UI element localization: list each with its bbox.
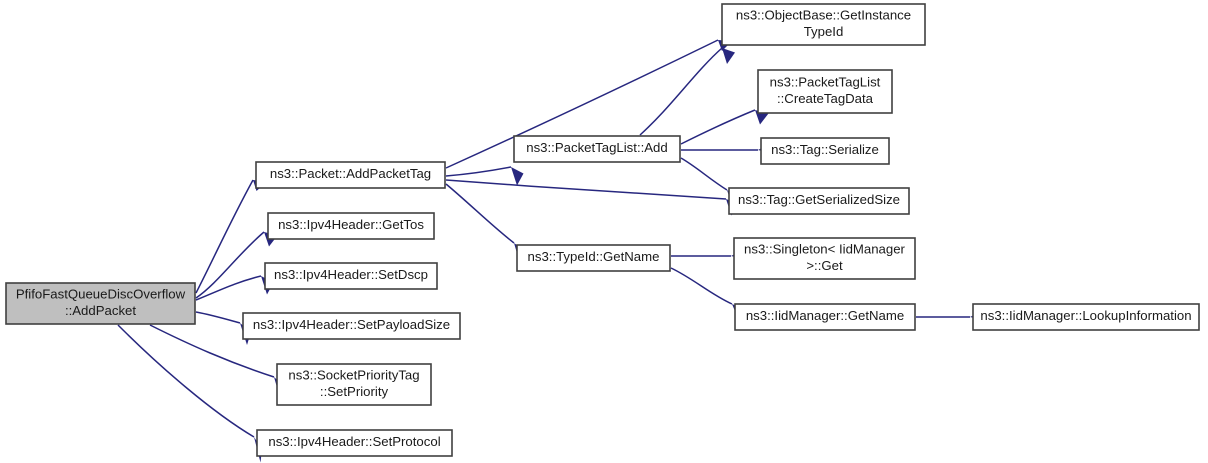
graph-node-singletonget[interactable]: ns3::Singleton< IidManager>::Get [733,237,916,280]
graph-node-tagserialize[interactable]: ns3::Tag::Serialize [760,137,890,165]
node-box[interactable] [516,244,671,272]
edge-line [149,324,275,378]
node-box[interactable] [256,429,453,457]
node-box[interactable] [264,262,438,290]
node-box[interactable] [276,363,432,406]
node-box[interactable] [5,282,196,325]
call-edge-ptladd-to-getinstancetypeid [639,47,735,136]
edge-line [639,47,723,136]
node-box[interactable] [242,312,461,340]
call-edge-ptladd-to-tagserialize [680,143,772,154]
graph-node-setprotocol[interactable]: ns3::Ipv4Header::SetProtocol [256,429,453,457]
node-label: ns3::Ipv4Header::SetProtocol [268,434,440,449]
arrowhead-icon [722,48,735,64]
graph-node-setpayloadsize[interactable]: ns3::Ipv4Header::SetPayloadSize [242,312,461,340]
node-label: ns3::Packet::AddPacketTag [270,166,431,181]
graph-node-typeidgetname[interactable]: ns3::TypeId::GetName [516,244,671,272]
graph-node-iidgetname[interactable]: ns3::IidManager::GetName [734,303,916,331]
call-edge-ptladd-to-createtagdata [680,109,769,145]
node-box[interactable] [733,237,916,280]
edge-line [195,231,265,299]
edge-line [195,179,254,294]
edge-line [680,109,756,145]
edge-line [117,324,255,438]
node-label: ns3::Tag::GetSerializedSize [738,192,900,207]
graph-node-getserializedsize[interactable]: ns3::Tag::GetSerializedSize [728,187,910,215]
node-label: ns3::Singleton< IidManager>::Get [744,242,906,274]
node-label: ns3::PacketTagList::CreateTagData [770,75,881,107]
edge-line [680,157,728,191]
node-label: ns3::Ipv4Header::SetPayloadSize [253,317,450,332]
edge-line [195,311,241,324]
graph-node-setdscp[interactable]: ns3::Ipv4Header::SetDscp [264,262,438,290]
call-edge-addpackettag-to-typeidgetname [445,183,526,264]
node-box[interactable] [267,212,435,240]
graph-node-lookupinformation[interactable]: ns3::IidManager::LookupInformation [972,303,1200,331]
graph-node-ptladd[interactable]: ns3::PacketTagList::Add [513,135,681,163]
graph-node-setpriority[interactable]: ns3::SocketPriorityTag::SetPriority [276,363,432,406]
edge-line [445,183,515,244]
edge-line [445,179,727,200]
call-edge-addpackettag-to-ptladd [445,166,524,186]
node-box[interactable] [513,135,681,163]
node-label: ns3::Tag::Serialize [771,142,879,157]
node-box[interactable] [734,303,916,331]
node-box[interactable] [757,69,893,114]
graph-node-root[interactable]: PfifoFastQueueDiscOverflow::AddPacket [5,282,196,325]
node-label: PfifoFastQueueDiscOverflow::AddPacket [16,287,186,319]
node-label: ns3::IidManager::LookupInformation [980,308,1191,323]
node-label: ns3::Ipv4Header::SetDscp [274,267,428,282]
node-label: ns3::Ipv4Header::GetTos [278,217,424,232]
node-label: ns3::SocketPriorityTag::SetPriority [288,368,419,400]
edge-line [445,166,512,177]
call-edge-root-to-setprotocol [117,324,262,463]
node-box[interactable] [972,303,1200,331]
edge-line [195,275,262,301]
arrowhead-icon [511,167,524,186]
node-label: ns3::TypeId::GetName [528,249,660,264]
node-box[interactable] [721,3,926,46]
graph-node-gettos[interactable]: ns3::Ipv4Header::GetTos [267,212,435,240]
graph-node-addpackettag[interactable]: ns3::Packet::AddPacketTag [255,161,446,189]
call-edge-addpackettag-to-getserializedsize [445,179,739,216]
node-box[interactable] [760,137,890,165]
call-edge-root-to-addpackettag [195,179,267,294]
node-box[interactable] [728,187,910,215]
graph-node-createtagdata[interactable]: ns3::PacketTagList::CreateTagData [757,69,893,114]
nodes-layer: PfifoFastQueueDiscOverflow::AddPacketns3… [5,3,1200,457]
node-label: ns3::IidManager::GetName [746,308,904,323]
edge-line [445,39,719,169]
edge-line [670,267,733,305]
node-label: ns3::PacketTagList::Add [526,140,667,155]
node-box[interactable] [255,161,446,189]
